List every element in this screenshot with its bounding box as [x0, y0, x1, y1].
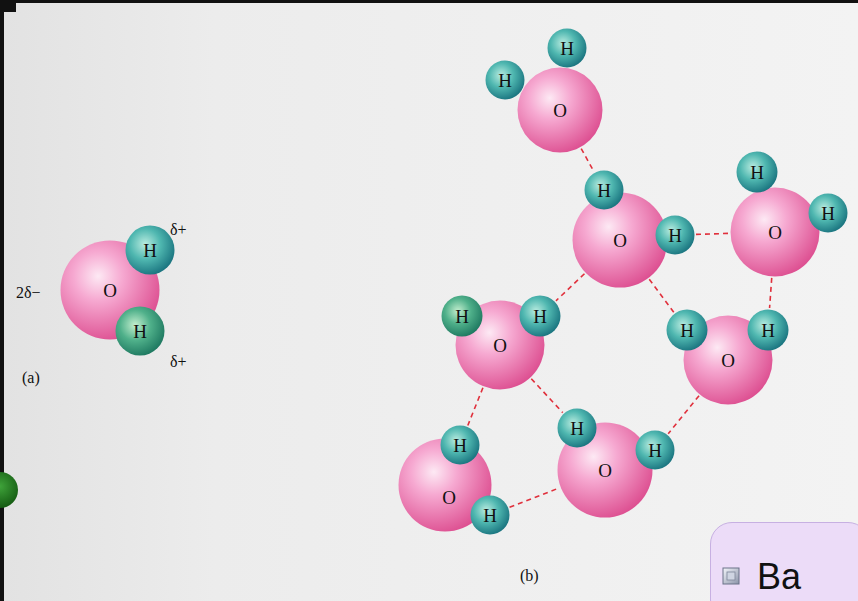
frame-left — [0, 0, 4, 601]
panel-label: (a) — [22, 370, 40, 386]
hydrogen-atom: H — [557, 408, 597, 448]
atom-sphere-fill — [442, 296, 483, 337]
hydrogen-atom: H — [519, 295, 561, 337]
atom-symbol: H — [668, 226, 682, 245]
atom-symbol: H — [143, 241, 157, 260]
atom-symbol: O — [768, 223, 782, 242]
atom-sphere-fill — [731, 188, 820, 277]
charge-label: δ+ — [170, 354, 187, 370]
atom-sphere-fill — [636, 431, 675, 470]
hydrogen-atom: H — [666, 309, 708, 351]
bullet-box: Ba — [710, 522, 858, 601]
atom-sphere-fill — [126, 226, 175, 275]
atom-sphere-fill — [573, 193, 668, 288]
charge-label: 2δ− — [16, 285, 41, 301]
atom-symbol: H — [750, 163, 764, 182]
atom-symbol: O — [613, 231, 627, 250]
hydrogen-atom: H — [441, 295, 483, 337]
atom-symbol: O — [103, 281, 117, 300]
atom-symbol: H — [483, 506, 497, 525]
panel-label: (b) — [520, 568, 539, 584]
atom-sphere-fill — [558, 409, 597, 448]
oxygen-atom: O — [517, 67, 603, 153]
atom-symbol: H — [761, 321, 775, 340]
atom-symbol: O — [493, 336, 507, 355]
hydrogen-bond — [556, 274, 585, 301]
atom-symbol: H — [133, 322, 147, 341]
atom-symbol: O — [598, 461, 612, 480]
hydrogen-atom: H — [808, 193, 848, 233]
hydrogen-bond — [649, 279, 674, 312]
hydrogen-atom: H — [584, 170, 624, 210]
hydrogen-bond — [581, 149, 594, 172]
atom-sphere-fill — [441, 426, 480, 465]
atom-sphere-fill — [656, 216, 695, 255]
hydrogen-bond — [770, 278, 772, 308]
hydrogen-atom: H — [125, 225, 175, 275]
atom-sphere-fill — [737, 152, 778, 193]
hydrogen-atom: H — [747, 309, 789, 351]
bullet-text: Ba — [757, 559, 801, 595]
atom-symbol: H — [533, 307, 547, 326]
hydrogen-atom: H — [635, 430, 675, 470]
atom-sphere-fill — [116, 307, 165, 356]
hydrogen-bond — [510, 488, 560, 507]
atom-sphere-fill — [585, 171, 624, 210]
hydrogen-atom: H — [115, 306, 165, 356]
oxygen-atom: O — [572, 192, 668, 288]
atom-symbol: H — [597, 181, 611, 200]
atom-symbol: H — [560, 39, 574, 58]
charge-label: δ+ — [170, 222, 187, 238]
hydrogen-bond — [696, 233, 729, 236]
atom-symbol: H — [498, 71, 512, 90]
hydrogen-atom: H — [470, 495, 510, 535]
atom-sphere-fill — [518, 68, 603, 153]
checkbox-bullet — [722, 567, 740, 585]
hydrogen-bond — [668, 396, 699, 434]
atom-sphere-fill — [471, 496, 510, 535]
atom-symbol: H — [455, 307, 469, 326]
atom-symbol: H — [570, 419, 584, 438]
hydrogen-atom: H — [547, 28, 587, 68]
atom-sphere-fill — [748, 310, 789, 351]
frame-corner — [0, 0, 16, 12]
atom-symbol: H — [453, 436, 467, 455]
hydrogen-bond — [468, 388, 483, 426]
atom-sphere-fill — [809, 194, 848, 233]
frame-top — [0, 0, 858, 3]
atom-sphere-fill — [548, 29, 587, 68]
atom-symbol: O — [553, 101, 567, 120]
atom-symbol: O — [442, 488, 456, 507]
hydrogen-atom: H — [485, 60, 525, 100]
hydrogen-bond — [531, 379, 562, 413]
hydrogen-atom: H — [655, 215, 695, 255]
atom-sphere-fill — [486, 61, 525, 100]
hydrogen-atom: H — [440, 425, 480, 465]
atom-symbol: H — [648, 441, 662, 460]
green-dot — [0, 472, 18, 508]
atom-symbol: H — [680, 321, 694, 340]
atom-sphere-fill — [520, 296, 561, 337]
oxygen-atom: O — [730, 187, 820, 277]
atom-sphere-fill — [667, 310, 708, 351]
atom-symbol: H — [821, 204, 835, 223]
atom-symbol: O — [721, 351, 735, 370]
atom-sphere-fill — [61, 241, 160, 340]
hydrogen-atom: H — [736, 151, 778, 193]
